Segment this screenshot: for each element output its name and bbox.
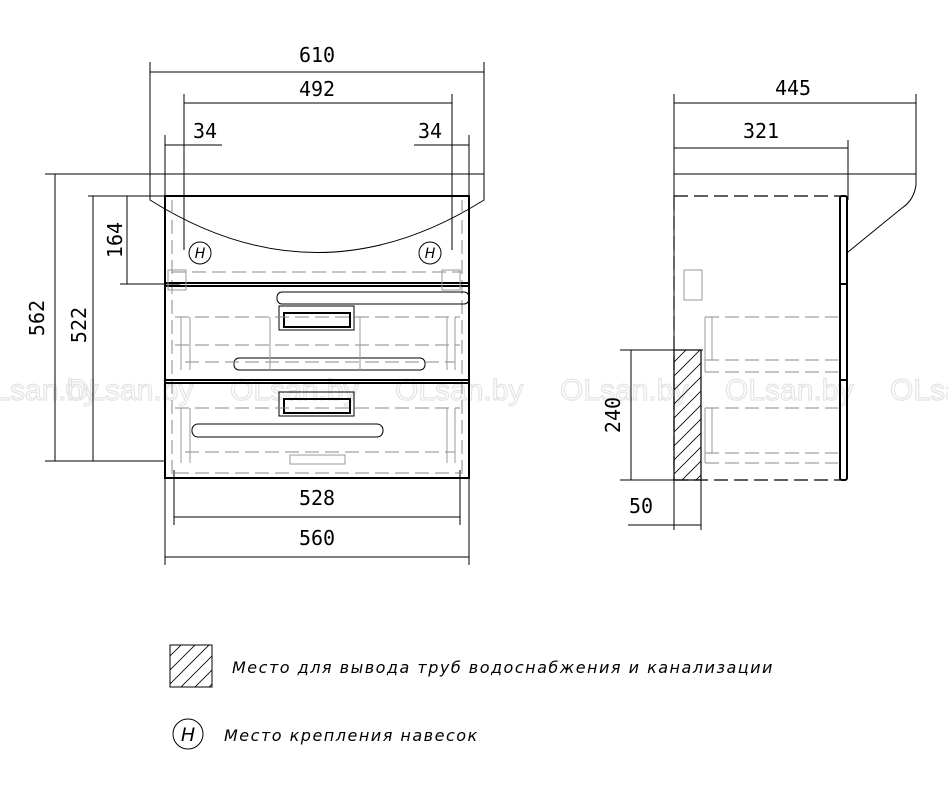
legend-pipe-zone: Место для вывода труб водоснабжения и ка…: [169, 644, 774, 688]
legend-pipe-zone-label: Место для вывода труб водоснабжения и ка…: [232, 658, 774, 677]
svg-text:H: H: [425, 246, 436, 262]
svg-text:OLsan.by: OLsan.by: [230, 374, 358, 407]
svg-text:H: H: [195, 246, 206, 262]
front-view: H H 610 492 34 34 16: [25, 43, 485, 565]
dim-528: 528: [299, 486, 335, 510]
legend-hinge-label: Место крепления навесок: [224, 726, 479, 745]
svg-text:OLsan.by: OLsan.by: [65, 374, 193, 407]
drawer-lower: [175, 391, 460, 474]
hatch-swatch-icon: [169, 644, 213, 688]
dim-522: 522: [67, 307, 91, 343]
dim-492: 492: [299, 77, 335, 101]
legend-hinge: H Место крепления навесок: [172, 718, 479, 750]
basin-side-outline: [847, 174, 917, 253]
hinge-mark-left: H: [188, 241, 212, 265]
dim-321: 321: [743, 119, 779, 143]
dim-164: 164: [103, 222, 127, 258]
basin-outline: [149, 174, 485, 253]
dim-34-left: 34: [193, 119, 217, 143]
legend: Место для вывода труб водоснабжения и ка…: [169, 644, 774, 750]
dim-34-right: 34: [418, 119, 442, 143]
hinge-mark-right: H: [418, 241, 442, 265]
svg-text:OLsan.by: OLsan.by: [395, 374, 523, 407]
hinge-symbol-icon: [172, 718, 204, 750]
pipe-zone-hatch: [673, 349, 702, 481]
drawer-upper: [175, 291, 470, 371]
svg-text:OLsan.by: OLsan.by: [0, 374, 98, 407]
svg-text:H: H: [181, 724, 195, 746]
svg-text:OLsan.by: OLsan.by: [725, 374, 853, 407]
dim-610: 610: [299, 43, 335, 67]
dim-50: 50: [629, 494, 653, 518]
dim-562: 562: [25, 300, 49, 336]
side-view: 445 321 240 50: [601, 76, 917, 530]
dim-445: 445: [775, 76, 811, 100]
dim-560: 560: [299, 526, 335, 550]
dim-240: 240: [601, 397, 625, 433]
cabinet-body: [164, 195, 470, 479]
svg-text:OLsan.by: OLsan.by: [560, 374, 688, 407]
svg-text:OLsan.by: OLsan.by: [890, 374, 948, 407]
watermark: OLsan.by OLsan.by OLsan.by OLsan.by OLsa…: [0, 373, 948, 407]
